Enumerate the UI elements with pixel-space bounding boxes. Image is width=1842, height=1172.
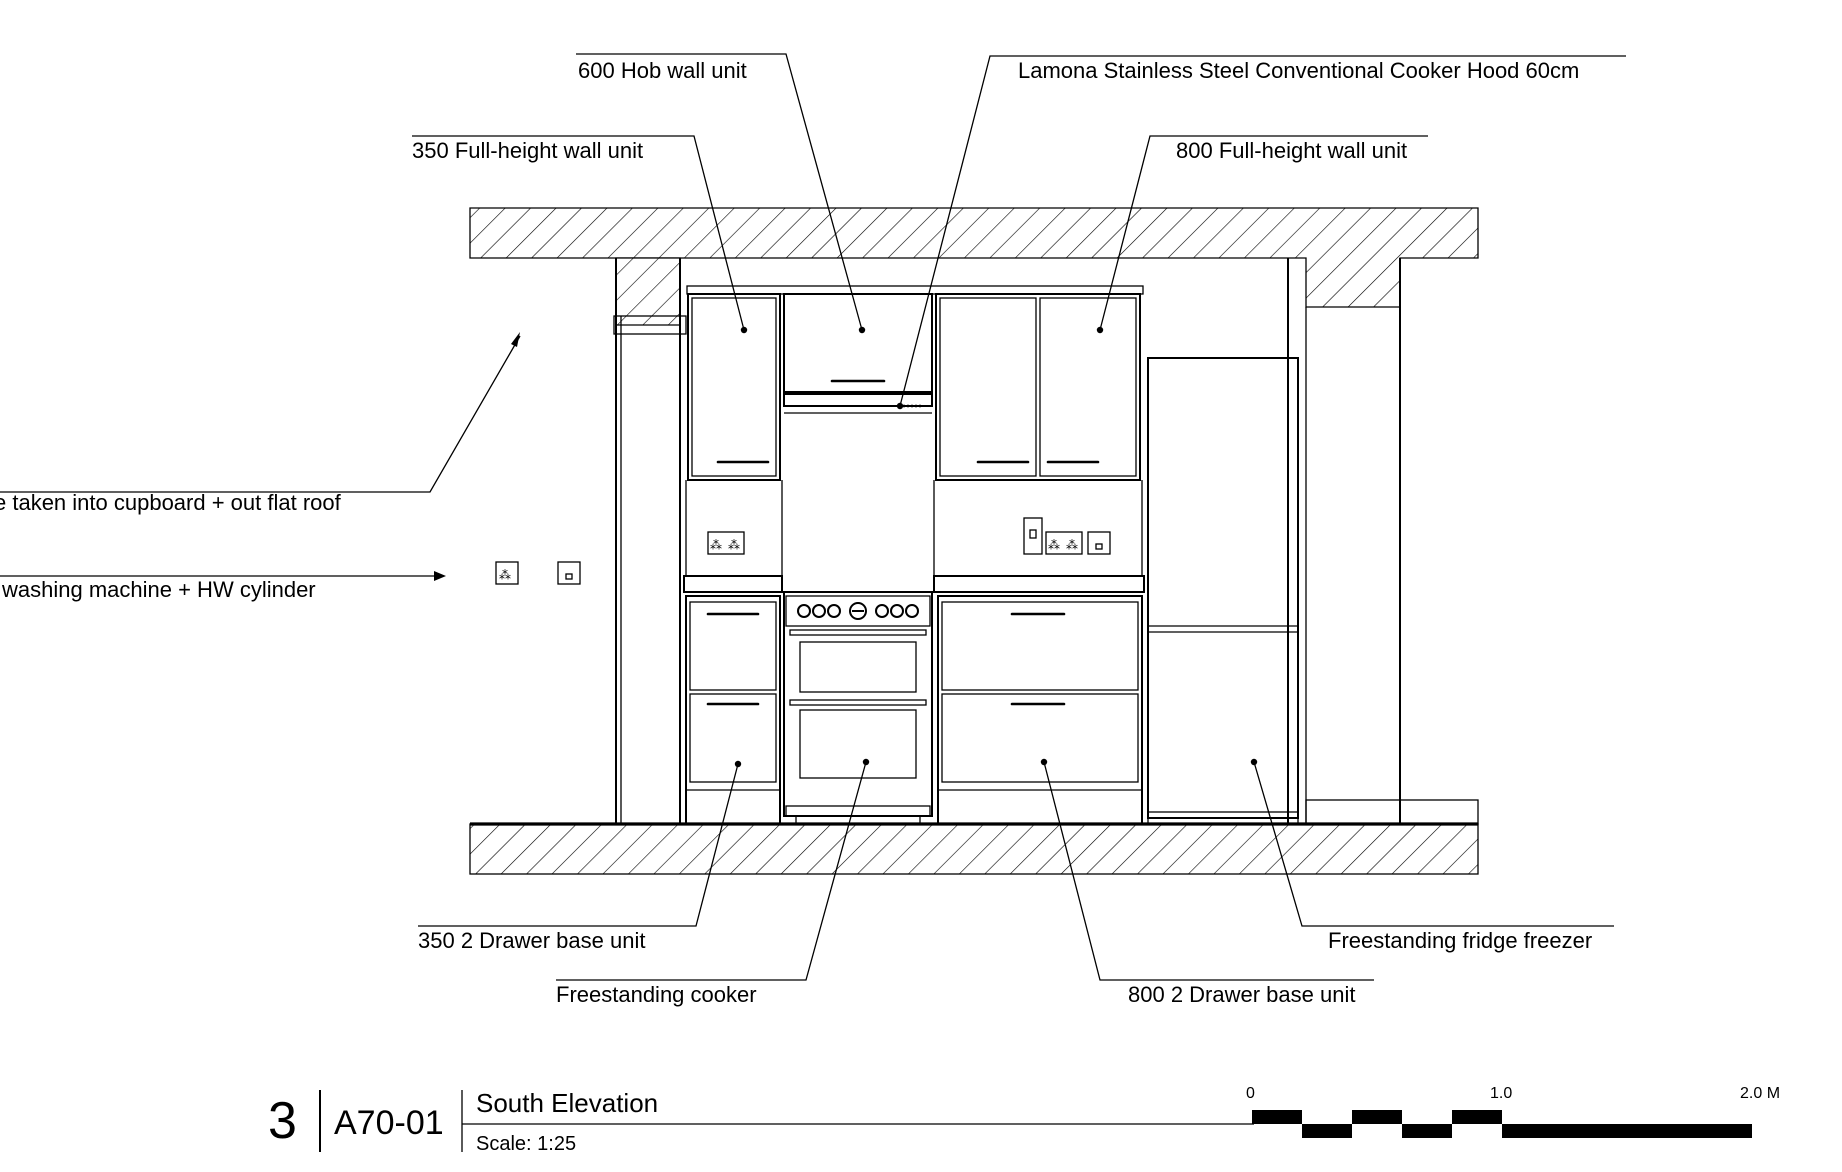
cooker-hood bbox=[783, 393, 933, 407]
callout-cooker-hood: Lamona Stainless Steel Conventional Cook… bbox=[1018, 58, 1579, 83]
cooker-upper-oven-door bbox=[799, 641, 917, 693]
base-unit-800-drawer-bottom bbox=[941, 693, 1139, 783]
single-socket-icon bbox=[557, 561, 581, 585]
cooker-hood-button bbox=[914, 404, 918, 408]
freestanding-cooker bbox=[783, 591, 933, 824]
skirting-right-b bbox=[1399, 799, 1479, 825]
cooker-hood-button bbox=[918, 404, 922, 408]
callout-hob-wall-unit: 600 Hob wall unit bbox=[578, 58, 747, 83]
scale-bar-segment bbox=[1352, 1110, 1402, 1124]
callout-leaders bbox=[0, 53, 1626, 981]
scale-bar-segment bbox=[1252, 1110, 1302, 1124]
fridge-plinth bbox=[1147, 811, 1299, 825]
cooker-lower-handle bbox=[789, 699, 927, 706]
single-socket-icon bbox=[1087, 531, 1111, 555]
drawing-title: South Elevation bbox=[476, 1088, 658, 1118]
socket-glyph: ⁂ bbox=[710, 538, 722, 552]
scale-bar-segment bbox=[1452, 1110, 1502, 1124]
single-socket-icon bbox=[495, 561, 519, 585]
socket-glyph: ⁂ bbox=[728, 538, 740, 552]
callout-wall-unit-350: 350 Full-height wall unit bbox=[412, 138, 643, 163]
base-unit-800-drawer-top bbox=[941, 601, 1139, 691]
base-unit-350-drawer-bottom bbox=[689, 693, 777, 783]
scale-bar-label-2: 2.0 M bbox=[1740, 1085, 1780, 1102]
freestanding-fridge-freezer bbox=[1147, 357, 1299, 825]
wall-unit-800-door-right bbox=[1039, 297, 1137, 477]
skirting-right-a bbox=[1305, 799, 1401, 825]
fridge-body bbox=[1147, 357, 1299, 819]
double-socket-icon bbox=[1045, 531, 1083, 555]
electrical-sockets: ⁂ ⁂ ⁂ ⁂ ⁂ bbox=[495, 517, 1111, 585]
scale-bar-segment bbox=[1402, 1124, 1452, 1138]
ceiling-slab-left-drop bbox=[615, 257, 681, 326]
worktops bbox=[683, 575, 1145, 593]
cooker-knob-icon bbox=[812, 604, 826, 618]
building-structure bbox=[469, 207, 1479, 875]
wall-unit-800-door-left bbox=[939, 297, 1037, 477]
base-unit-800 bbox=[937, 595, 1143, 825]
cooker-control-panel bbox=[785, 595, 931, 627]
cooker-knob-icon bbox=[849, 602, 867, 620]
base-unit-350 bbox=[685, 595, 781, 825]
floor-slab bbox=[469, 823, 1479, 875]
switch-icon bbox=[1023, 517, 1043, 555]
cooker-hood-button bbox=[902, 404, 906, 408]
cooker-hood-button bbox=[906, 404, 910, 408]
callout-wall-unit-800: 800 Full-height wall unit bbox=[1176, 138, 1407, 163]
title-block: 3 A70-01 South Elevation Scale: 1:25 bbox=[268, 1088, 1254, 1155]
left-wall-jamb bbox=[613, 315, 687, 335]
callout-washing-note: washing machine + HW cylinder bbox=[1, 577, 316, 602]
callout-cupboard-note: e taken into cupboard + out flat roof bbox=[0, 490, 342, 515]
base-unit-350-drawer-top bbox=[689, 601, 777, 691]
drawing-number: 3 bbox=[268, 1092, 297, 1150]
cooker-lower-oven-door bbox=[799, 709, 917, 779]
wall-unit-800 bbox=[935, 293, 1141, 481]
scale-bar-segment bbox=[1302, 1124, 1352, 1138]
single-socket-pin bbox=[1095, 543, 1103, 550]
cooker-base bbox=[785, 805, 931, 817]
hob-wall-unit bbox=[783, 293, 933, 393]
scale-bar-segment bbox=[1502, 1124, 1752, 1138]
cooker-knob-icon bbox=[890, 604, 904, 618]
worktop-right bbox=[933, 575, 1145, 593]
sheet-reference: A70-01 bbox=[334, 1104, 444, 1142]
cooker-knob-icon bbox=[827, 604, 841, 618]
callout-fridge-freezer: Freestanding fridge freezer bbox=[1328, 928, 1592, 953]
callout-cooker: Freestanding cooker bbox=[556, 982, 757, 1007]
socket-glyph: ⁂ bbox=[1066, 538, 1078, 552]
drawing-scale: Scale: 1:25 bbox=[476, 1133, 576, 1155]
cooker-knob-icon bbox=[797, 604, 811, 618]
cooker-upper-handle bbox=[789, 629, 927, 636]
scale-bar: 0 1.0 2.0 M bbox=[1246, 1085, 1780, 1138]
worktop-left bbox=[683, 575, 783, 593]
cooker-knob-icon bbox=[875, 604, 889, 618]
wall-units-top-rail bbox=[686, 285, 1144, 295]
scale-bar-label-1: 1.0 bbox=[1490, 1085, 1512, 1102]
callout-base-unit-350: 350 2 Drawer base unit bbox=[418, 928, 645, 953]
socket-glyph: ⁂ bbox=[1048, 538, 1060, 552]
wall-units bbox=[685, 285, 1144, 592]
cooker-hood-button bbox=[910, 404, 914, 408]
single-socket-pin bbox=[565, 573, 573, 580]
socket-glyph: ⁂ bbox=[499, 568, 511, 582]
cooker-knob-icon bbox=[905, 604, 919, 618]
switch-toggle bbox=[1029, 529, 1037, 539]
double-socket-icon bbox=[707, 531, 745, 555]
scale-bar-label-0: 0 bbox=[1246, 1085, 1255, 1102]
callout-base-unit-800: 800 2 Drawer base unit bbox=[1128, 982, 1355, 1007]
wall-unit-350 bbox=[687, 293, 781, 481]
wall-unit-350-door bbox=[691, 297, 777, 477]
